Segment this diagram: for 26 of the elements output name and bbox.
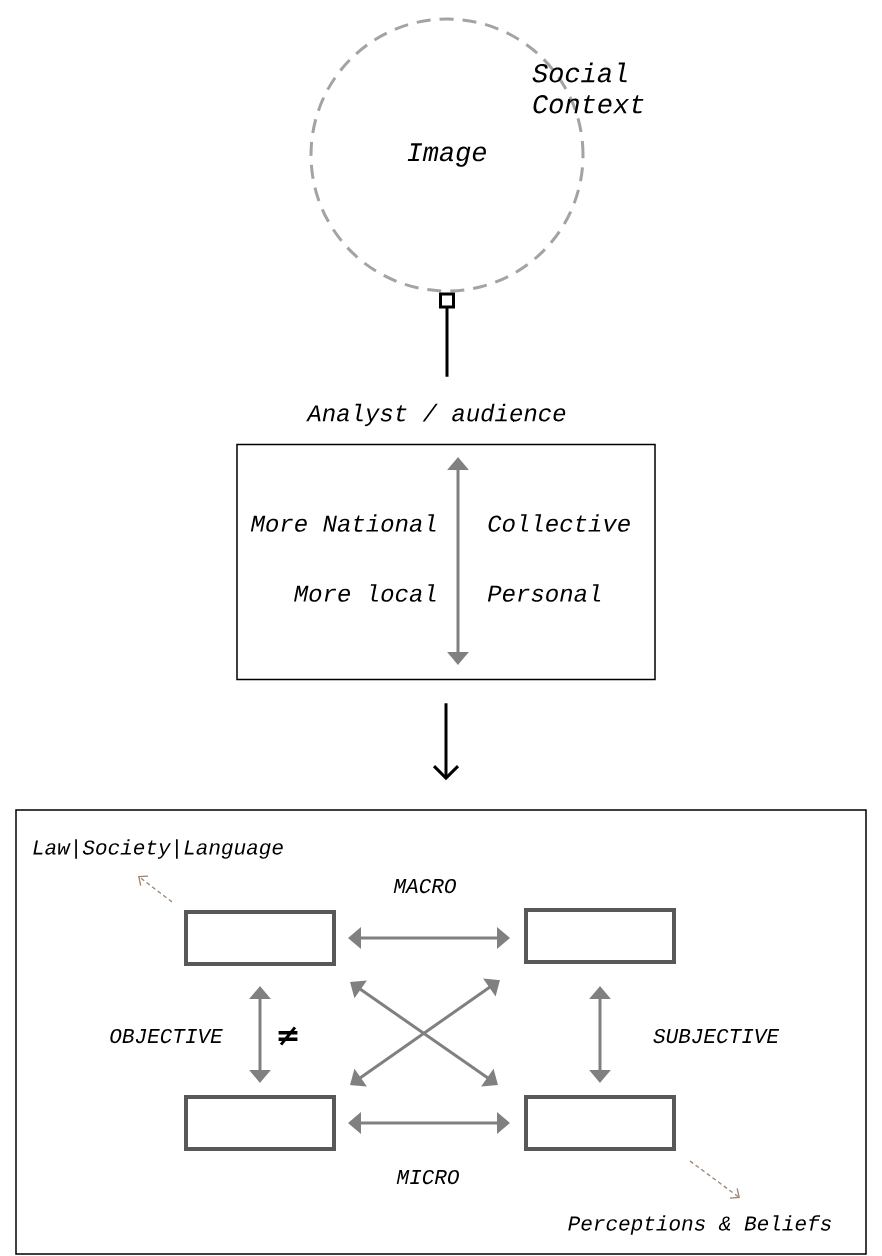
box-text: Collective <box>488 514 630 532</box>
empty-box <box>184 910 336 966</box>
edge-label: MICRO <box>394 1167 462 1187</box>
edge-label: OBJECTIVE <box>107 1026 225 1046</box>
connector <box>439 292 455 377</box>
box-text: More local <box>294 584 436 602</box>
arrow <box>589 986 611 1083</box>
note-text: Law|Society|Language <box>33 839 283 859</box>
context-label: Social Context <box>532 62 644 114</box>
arrow <box>432 703 460 781</box>
arrow <box>249 986 271 1083</box>
edge-label: SUBJECTIVE <box>651 1026 781 1046</box>
not-equal-sign: ≠ <box>278 1026 298 1046</box>
box-text: More National <box>250 514 436 532</box>
arrow <box>348 927 510 949</box>
edge-label: MACRO <box>391 876 459 896</box>
leader-arrow <box>138 875 173 903</box>
model-frame <box>15 809 867 1255</box>
note-text: Perceptions & Beliefs <box>568 1215 831 1235</box>
box-heading: Analyst / audience <box>306 403 566 427</box>
empty-box <box>184 1095 336 1151</box>
box-text: Personal <box>487 584 601 602</box>
leader-arrow <box>689 1160 740 1199</box>
arrow <box>348 1112 510 1134</box>
empty-box <box>524 908 676 964</box>
empty-box <box>524 1095 676 1151</box>
